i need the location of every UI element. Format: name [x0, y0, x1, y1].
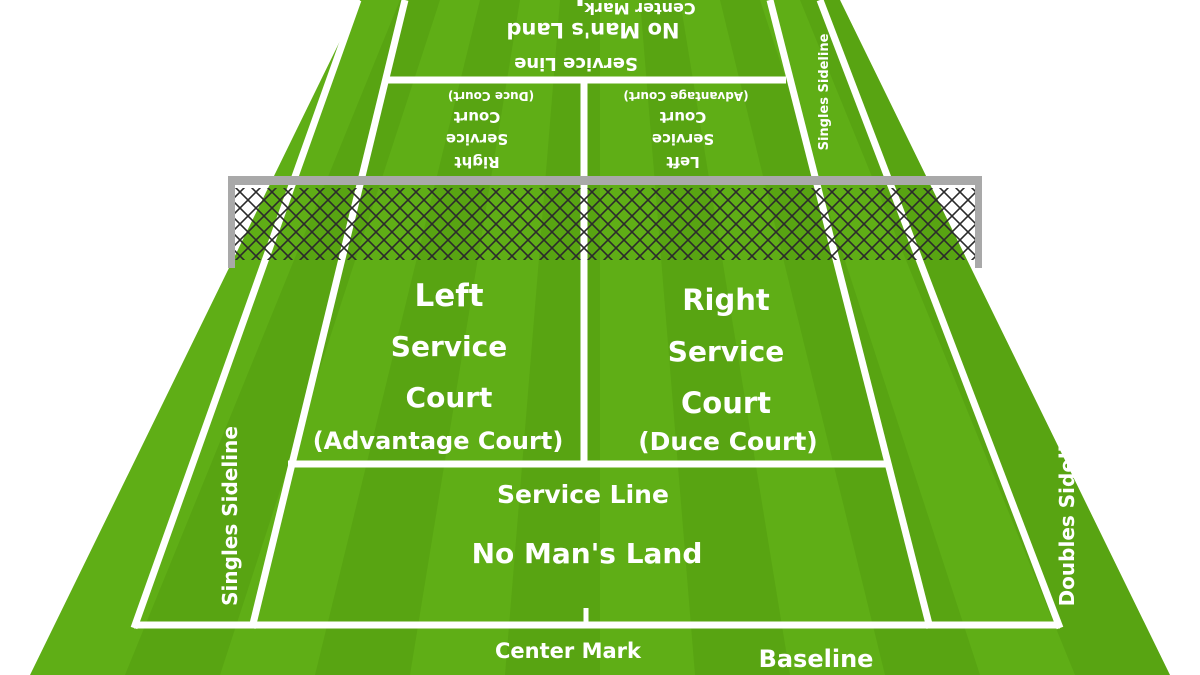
near-right-court-line1: Right [682, 283, 770, 317]
doubles-sideline-left [130, 0, 362, 630]
grass-stripe [800, 0, 1170, 675]
grass-stripe [720, 0, 980, 675]
far-half-labels: Center Mark No Man's Land Service Line R… [271, 0, 832, 171]
near-right-court-line3: Court [681, 386, 771, 420]
far-right-court-line1: Right [454, 153, 499, 171]
near-baseline-label: Baseline [759, 645, 874, 673]
far-center-mark-label: Center Mark [584, 0, 696, 18]
near-half-labels: Left Service Court (Advantage Court) Rig… [218, 278, 1079, 673]
singles-sideline-left [248, 0, 409, 629]
far-right-court-line4: (Duce Court) [448, 89, 534, 103]
grass-stripe [640, 0, 790, 675]
far-service-line-label: Service Line [514, 53, 638, 74]
near-left-court-line4: (Advantage Court) [313, 427, 564, 455]
grass-stripe [315, 0, 520, 675]
court-lines [130, 0, 1064, 630]
near-left-court-line1: Left [414, 278, 483, 314]
far-left-court-line1: Left [666, 153, 699, 171]
near-service-line-label: Service Line [497, 480, 669, 509]
near-no-mans-land-label: No Man's Land [472, 537, 703, 570]
near-left-court-line2: Service [391, 330, 507, 363]
near-right-court-line2: Service [668, 335, 784, 368]
far-right-court-line3: Court [454, 108, 501, 126]
doubles-sideline-right [816, 0, 1064, 630]
far-singles-sideline-label: Singles Sideline [817, 33, 832, 150]
net-mesh [232, 188, 978, 260]
far-left-court-line2: Service [652, 130, 714, 148]
far-right-court-line2: Service [446, 130, 508, 148]
net-post-left [228, 176, 235, 268]
far-left-court-line3: Court [660, 108, 707, 126]
grass-stripe [505, 0, 600, 675]
net-post-right [975, 176, 982, 268]
net [228, 176, 982, 268]
net-top-band [228, 176, 982, 185]
near-singles-sideline-label: Singles Sideline [218, 426, 242, 606]
far-left-court-line4: (Advantage Court) [623, 89, 748, 103]
near-left-court-line3: Court [406, 381, 493, 414]
near-doubles-sideline-label: Doubles Sideline [1055, 418, 1079, 607]
near-center-mark-label: Center Mark [495, 639, 642, 663]
singles-sideline-right [766, 0, 934, 629]
far-no-mans-land-label: No Man's Land [506, 18, 679, 42]
grass-stripes [125, 0, 1170, 675]
far-doubles-sideline-label: Doubles Sideline [271, 9, 289, 151]
near-right-court-line4: (Duce Court) [638, 427, 817, 456]
